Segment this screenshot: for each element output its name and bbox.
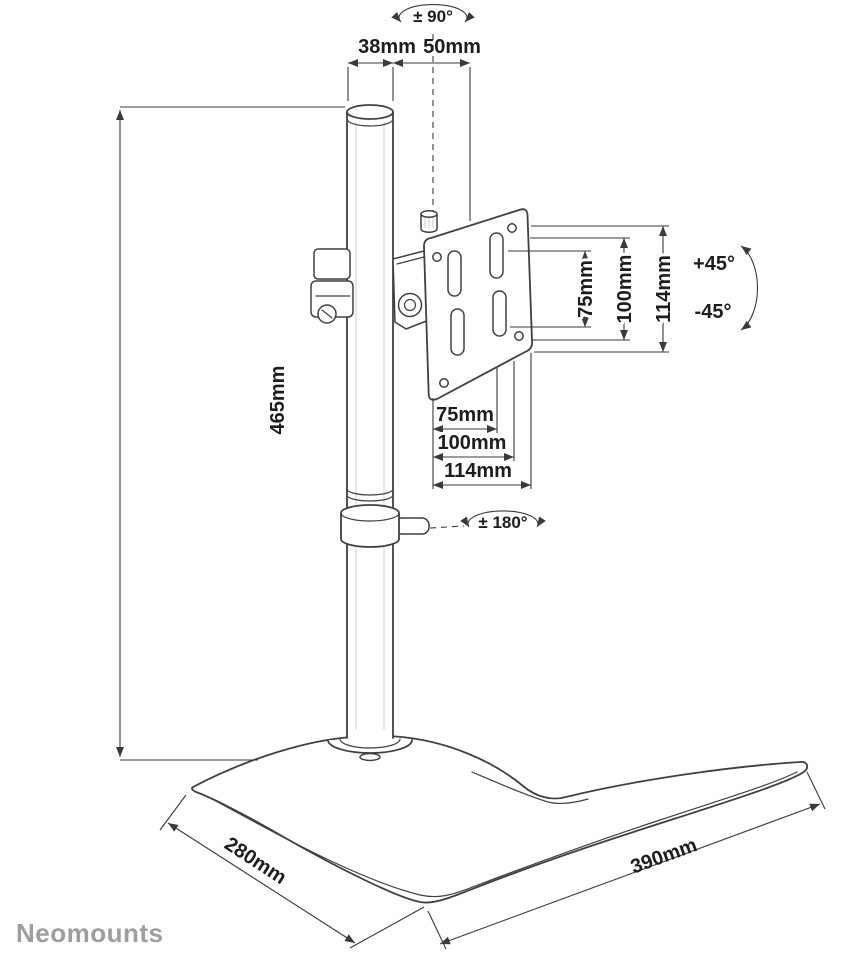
vesa-slot bbox=[492, 290, 507, 337]
label-bottom-100mm: 100mm bbox=[438, 432, 507, 454]
rotation-collar bbox=[340, 504, 400, 548]
pole-seam-upper bbox=[346, 488, 394, 496]
rotation-90-arc bbox=[391, 4, 475, 23]
thumbscrew bbox=[420, 210, 438, 233]
label-tilt-down: -45° bbox=[695, 301, 732, 323]
pivot-bolt-center bbox=[403, 298, 417, 312]
label-bottom-75mm: 75mm bbox=[436, 404, 494, 426]
tilt-45-arc bbox=[740, 245, 758, 331]
dimension-lines bbox=[116, 4, 826, 950]
label-bottom-114mm: 114mm bbox=[444, 460, 512, 482]
base-elbow-line bbox=[471, 771, 589, 805]
label-tilt-up: +45° bbox=[693, 253, 735, 275]
label-side-100mm: 100mm bbox=[614, 255, 636, 324]
label-50mm: 50mm bbox=[423, 36, 481, 58]
base-flange-inner bbox=[339, 738, 401, 749]
collar-handle bbox=[394, 517, 430, 535]
rotation-180-arc bbox=[460, 510, 546, 528]
label-390mm: 390mm bbox=[628, 834, 700, 878]
label-side-114mm: 114mm bbox=[653, 255, 675, 323]
arm-bracket-upper bbox=[313, 248, 351, 280]
pole-cap bbox=[346, 104, 394, 120]
dim-280mm-line bbox=[167, 822, 356, 944]
collar-top-seam bbox=[340, 512, 400, 522]
vesa-hole bbox=[514, 331, 524, 341]
label-38mm: 38mm bbox=[358, 36, 416, 58]
pole-body bbox=[347, 112, 393, 738]
base-flange-cap bbox=[359, 752, 381, 762]
vesa-hole bbox=[507, 223, 517, 233]
pole bbox=[327, 104, 430, 762]
pivot-bolt bbox=[397, 292, 423, 318]
vesa-plate-outline bbox=[423, 208, 534, 401]
label-280mm: 280mm bbox=[220, 833, 290, 889]
pole-cap-seam bbox=[346, 118, 394, 127]
vesa-hole bbox=[432, 252, 442, 262]
vesa-hole bbox=[439, 378, 449, 388]
pole-seam-lower bbox=[346, 494, 394, 502]
brand-logo: Neomounts bbox=[16, 918, 164, 948]
label-rotation-180: ± 180° bbox=[478, 513, 527, 532]
vesa-plate bbox=[423, 208, 534, 401]
label-rotation-90: ± 90° bbox=[413, 7, 453, 26]
vesa-slot bbox=[450, 308, 465, 356]
vesa-slot bbox=[489, 232, 504, 279]
label-side-75mm: 75mm bbox=[575, 260, 597, 318]
dim-390mm-line bbox=[439, 803, 821, 945]
label-465mm: 465mm bbox=[267, 366, 289, 435]
vesa-slot bbox=[447, 250, 462, 297]
rotation-180-leader bbox=[429, 525, 465, 529]
